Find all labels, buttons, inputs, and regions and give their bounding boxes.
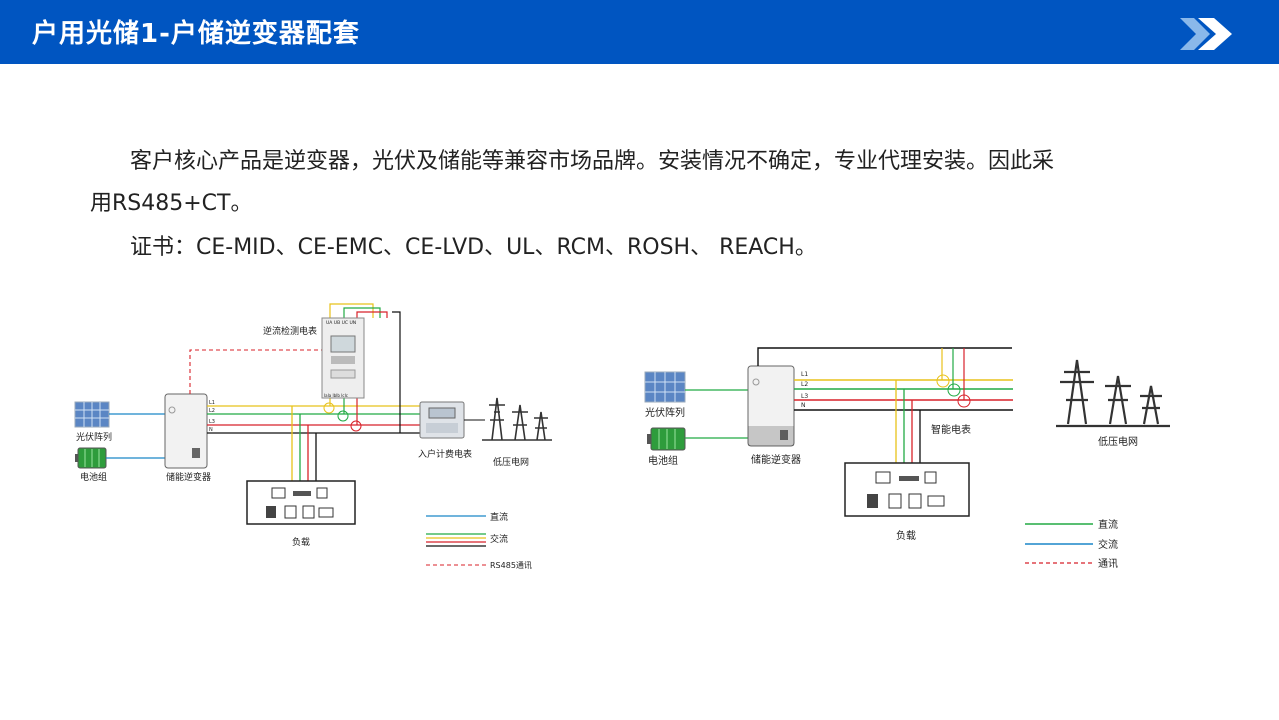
- pv-array-icon: [74, 401, 110, 428]
- line-label-l1: L1: [209, 400, 215, 406]
- pv-label: 光伏阵列: [76, 431, 112, 443]
- microwave-icon: [318, 507, 334, 518]
- grid-label: 低压电网: [1098, 435, 1138, 448]
- chevron-right-icon: [1180, 18, 1232, 50]
- line-label-l3: L3: [801, 393, 808, 400]
- load-label: 负载: [896, 529, 916, 542]
- legend-dc: 直流: [490, 511, 508, 523]
- header-bar: 户用光储1-户储逆变器配套: [0, 0, 1279, 64]
- meter-terminal-labels: UA UB UC UN: [326, 320, 356, 326]
- household-meter-label: 入户计费电表: [418, 448, 472, 460]
- certificates-line: 证书：CE-MID、CE-EMC、CE-LVD、UL、RCM、ROSH、 REA…: [130, 235, 817, 260]
- battery-label: 电池组: [648, 454, 678, 467]
- right-legend: 直流 交流 通讯: [1025, 518, 1118, 570]
- line-label-n: N: [801, 402, 806, 409]
- left-legend: 直流 交流 RS485通讯: [426, 511, 532, 570]
- line-label-l2: L2: [209, 408, 215, 414]
- legend-comm: RS485通讯: [490, 560, 532, 570]
- inverter-icon: [747, 365, 795, 447]
- smart-meter-label: 智能电表: [931, 423, 971, 436]
- printer-icon: [316, 487, 328, 499]
- pv-label: 光伏阵列: [645, 406, 685, 419]
- battery-icon: [75, 447, 107, 469]
- washer-icon: [302, 505, 315, 519]
- washer-icon: [908, 493, 922, 509]
- printer-icon: [924, 471, 937, 484]
- legend-ac: 交流: [490, 533, 508, 545]
- line-label-n: N: [209, 427, 213, 433]
- fridge-icon: [266, 506, 276, 518]
- fridge-icon: [867, 494, 878, 508]
- intro-line-2: 用RS485+CT。: [90, 191, 253, 216]
- right-diagram: 光伏阵列 电池组 储能逆变器 L1 L2 L3 N: [644, 347, 1170, 570]
- radio-icon: [293, 491, 311, 496]
- battery-label: 电池组: [80, 471, 107, 483]
- radio-icon: [899, 476, 919, 481]
- legend-comm: 通讯: [1098, 558, 1118, 570]
- meter-ct-labels: IaIa IbIb IcIc: [324, 393, 348, 398]
- load-box: [844, 462, 970, 517]
- grid-label: 低压电网: [493, 456, 529, 468]
- transmission-tower-icon: [482, 397, 552, 441]
- dishwasher-icon: [284, 505, 297, 519]
- inverter-icon: [164, 393, 208, 469]
- left-diagram: 光伏阵列 电池组 储能逆变器 L1 L2 L3 N: [74, 303, 552, 570]
- transmission-tower-icon: [1056, 359, 1170, 428]
- battery-icon: [647, 427, 686, 451]
- tv-icon: [271, 487, 286, 499]
- pv-array-icon: [644, 371, 686, 403]
- household-meter-icon: [419, 401, 465, 439]
- reverse-flow-meter-label: 逆流检测电表: [263, 325, 317, 337]
- dishwasher-icon: [888, 493, 902, 509]
- legend-ac: 交流: [1098, 538, 1118, 551]
- tv-icon: [875, 471, 891, 484]
- load-label: 负载: [292, 536, 310, 548]
- line-label-l1: L1: [801, 371, 808, 378]
- inverter-label: 储能逆变器: [751, 453, 801, 466]
- page-title: 户用光储1-户储逆变器配套: [32, 19, 360, 49]
- microwave-icon: [927, 495, 945, 507]
- line-label-l3: L3: [209, 419, 215, 425]
- line-label-l2: L2: [801, 381, 808, 388]
- legend-dc: 直流: [1098, 518, 1118, 531]
- intro-line-1: 客户核心产品是逆变器，光伏及储能等兼容市场品牌。安装情况不确定，专业代理安装。因…: [130, 149, 1055, 174]
- inverter-label: 储能逆变器: [166, 471, 211, 483]
- load-box: [246, 480, 356, 525]
- reverse-flow-meter-icon: [321, 317, 365, 399]
